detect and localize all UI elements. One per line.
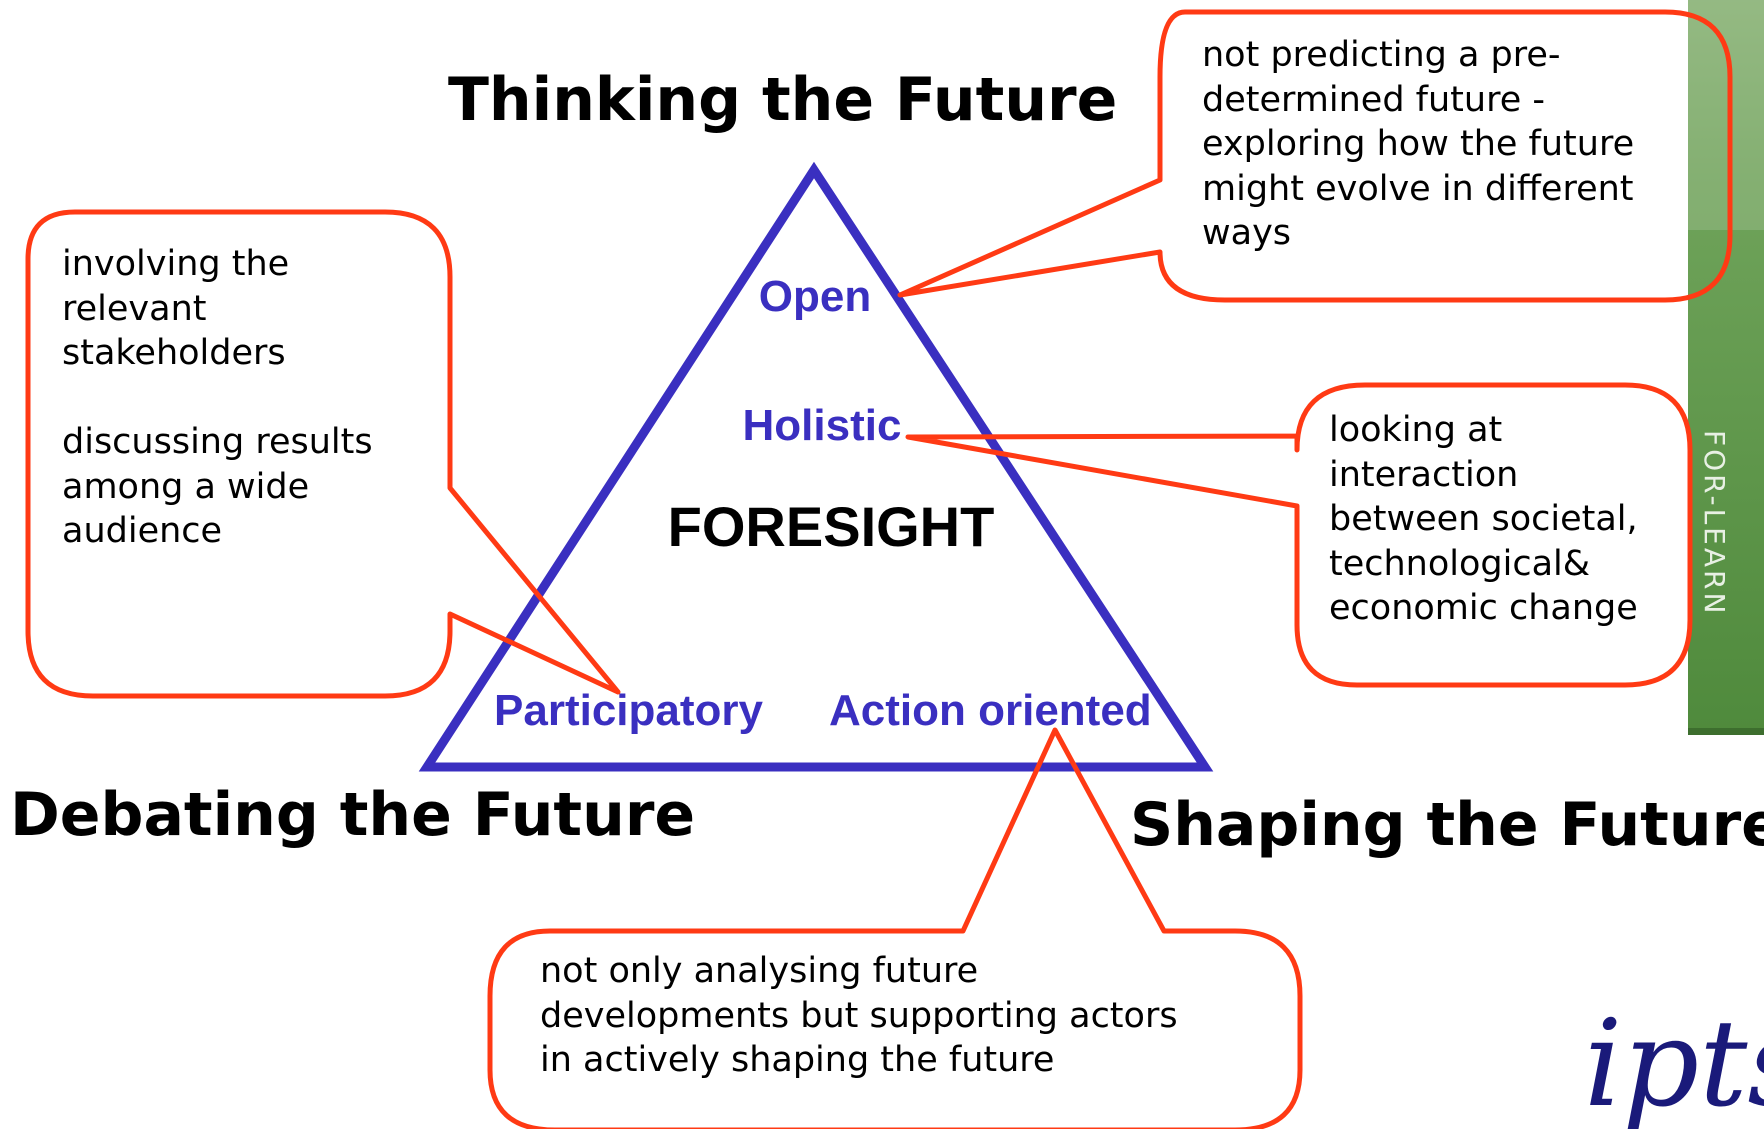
action-oriented-label: Action oriented [829, 686, 1152, 735]
heading-shaping-the-future: Shaping the Future [1130, 790, 1764, 860]
action-callout-bubble [487, 727, 1303, 1129]
ipts-logo: ipts [1584, 995, 1764, 1129]
heading-thinking-the-future: Thinking the Future [448, 65, 1118, 135]
side-banner: FOR-LEARN [1688, 0, 1764, 735]
participatory-callout-bubble [25, 209, 621, 699]
ipts-logo-text: ipts [1584, 995, 1764, 1129]
participatory-label: Participatory [494, 686, 764, 735]
open-callout-text: not predicting a pre- determined future … [1202, 35, 1635, 253]
holistic-callout-bubble [905, 382, 1693, 688]
callouts [25, 9, 1733, 1129]
foresight-triangle [418, 161, 1214, 772]
side-banner-text: FOR-LEARN [1698, 430, 1731, 616]
open-label: Open [759, 272, 871, 321]
action-callout-text: not only analysing future developments b… [540, 951, 1178, 1080]
holistic-label: Holistic [743, 401, 902, 450]
holistic-callout-text: looking at interaction between societal,… [1329, 410, 1638, 628]
heading-debating-the-future: Debating the Future [10, 780, 696, 850]
participatory-callout-text: involving the relevant stakeholders disc… [62, 244, 373, 551]
open-callout-bubble [897, 9, 1733, 303]
foresight-label: FORESIGHT [668, 495, 995, 558]
